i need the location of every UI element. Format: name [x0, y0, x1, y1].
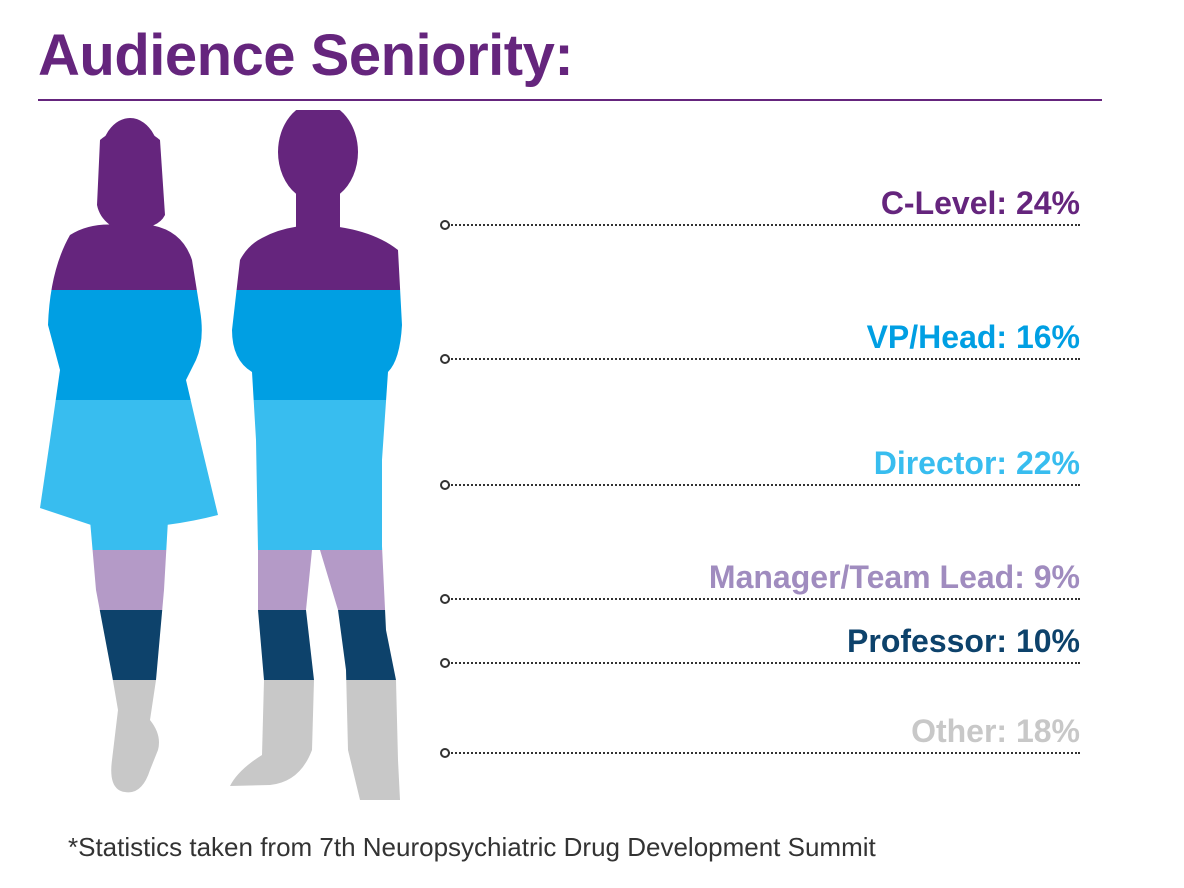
band-manager	[40, 550, 402, 610]
band-professor	[40, 610, 402, 680]
leader-line	[448, 752, 1080, 754]
people-silhouettes	[40, 110, 402, 800]
band-other	[40, 680, 402, 800]
band-c-level	[40, 110, 402, 290]
label-vp-head: VP/Head: 16%	[866, 319, 1080, 355]
legend-row-professor: Professor: 10%	[440, 604, 1080, 668]
leader-line	[448, 662, 1080, 664]
leader-line	[448, 224, 1080, 226]
leader-line	[448, 598, 1080, 600]
label-c-level: C-Level: 24%	[880, 185, 1080, 221]
title-divider	[38, 99, 1102, 101]
footnote: *Statistics taken from 7th Neuropsychiat…	[68, 832, 876, 862]
page-title: Audience Seniority:	[38, 23, 574, 88]
legend-row-director: Director: 22%	[440, 426, 1080, 490]
legend-row-c-level: C-Level: 24%	[440, 166, 1080, 230]
leader-line	[448, 358, 1080, 360]
legend-row-vp-head: VP/Head: 16%	[440, 300, 1080, 364]
leader-line	[448, 484, 1080, 486]
label-professor: Professor: 10%	[847, 623, 1080, 659]
band-vp-head	[40, 290, 402, 400]
label-manager: Manager/Team Lead: 9%	[708, 559, 1080, 595]
legend-row-manager: Manager/Team Lead: 9%	[440, 540, 1080, 604]
label-other: Other: 18%	[911, 713, 1080, 749]
band-director	[40, 400, 402, 550]
label-director: Director: 22%	[873, 445, 1080, 481]
legend-row-other: Other: 18%	[440, 694, 1080, 758]
